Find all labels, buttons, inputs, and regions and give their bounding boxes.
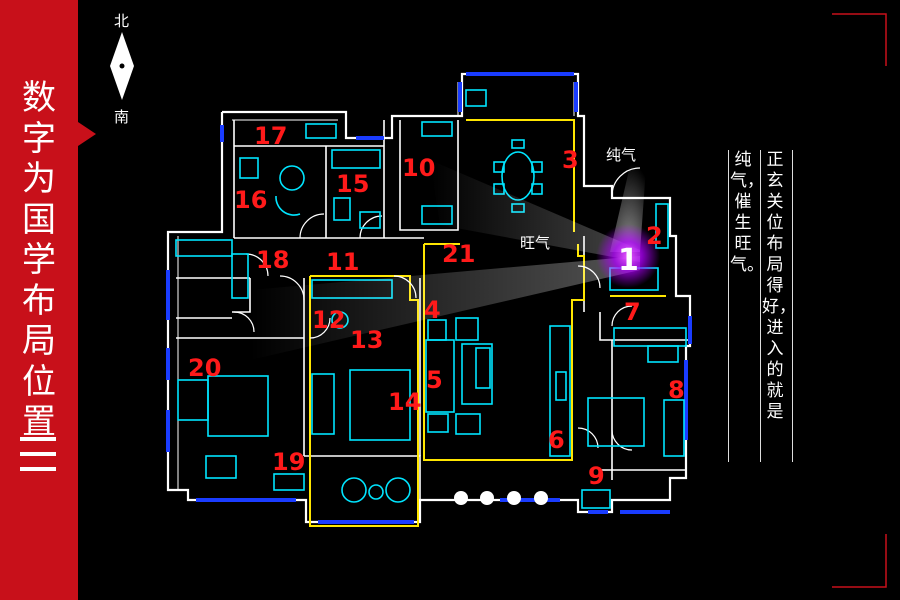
compass-south-label: 南 (114, 108, 130, 126)
room-number: 13 (350, 326, 383, 354)
entrance-number: 1 (618, 243, 639, 278)
room-number: 7 (624, 298, 641, 326)
room-number: 12 (312, 306, 345, 334)
room-number: 10 (402, 154, 435, 182)
sidebar-title: 数字为国学布局位置 (22, 78, 56, 442)
room-number: 5 (426, 366, 443, 394)
room-number: 4 (424, 296, 441, 324)
corner-frame (832, 13, 887, 588)
note-column-right: 正玄关位布局得好，进入的就是 (762, 150, 796, 422)
hamburger-icon[interactable] (20, 437, 56, 471)
room-number: 11 (326, 248, 359, 276)
room-number: 18 (256, 246, 289, 274)
qi-flow (250, 140, 648, 360)
room-number: 19 (272, 448, 305, 476)
note-column-left: 纯气，催生旺气。 (730, 150, 764, 275)
windows (166, 72, 692, 524)
sidebar: 数字为国学布局位置 (0, 0, 78, 600)
room-number: 17 (254, 122, 287, 150)
room-number: 9 (588, 462, 605, 490)
room-number: 20 (188, 354, 221, 382)
prosperous-qi-label: 旺气 (520, 234, 550, 252)
room-number: 2 (646, 222, 663, 250)
compass-north-label: 北 (114, 12, 130, 30)
room-number: 6 (548, 426, 565, 454)
room-number: 21 (442, 240, 475, 268)
compass-icon (110, 32, 134, 100)
room-number: 16 (234, 186, 267, 214)
room-number: 8 (668, 376, 685, 404)
pure-qi-label: 纯气 (606, 146, 636, 164)
room-number: 14 (388, 388, 421, 416)
sidebar-notch (78, 122, 96, 146)
room-number: 3 (562, 146, 579, 174)
entrance-glow (596, 224, 660, 288)
patio-plants (454, 491, 548, 505)
annotation-note: 正玄关位布局得好，进入的就是 纯气，催生旺气。 (728, 150, 796, 462)
room-number: 15 (336, 170, 369, 198)
room-numbers: 17 16 15 10 3 2 21 18 11 12 13 4 5 14 20… (188, 122, 685, 490)
